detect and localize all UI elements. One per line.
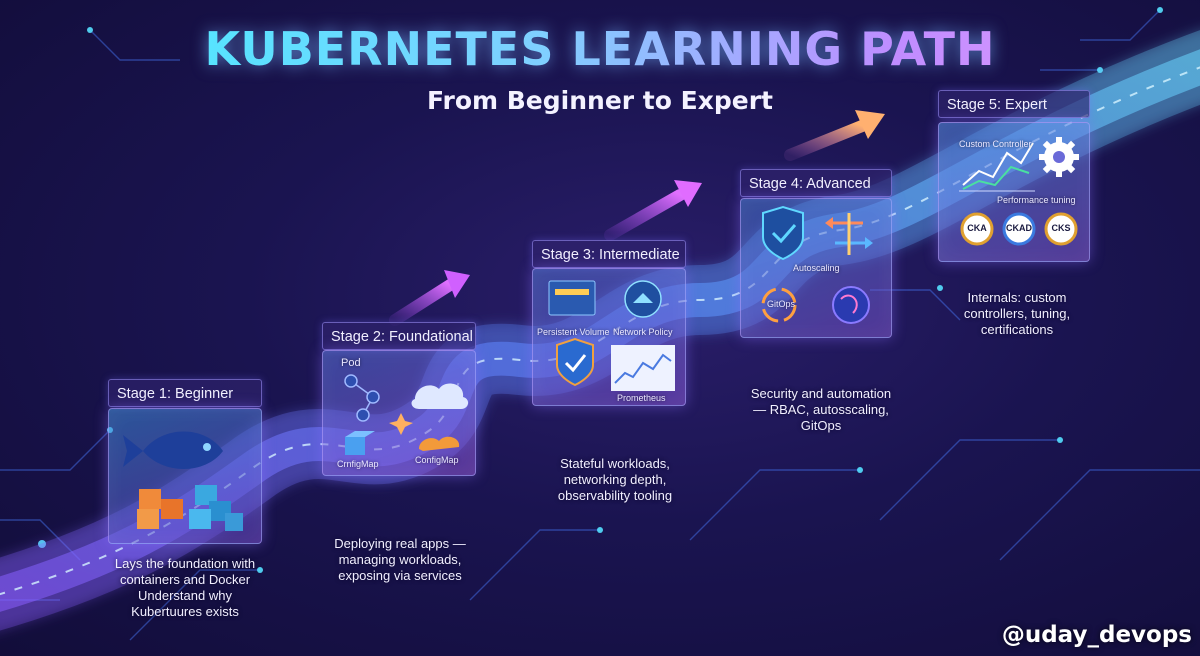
cks-badge: CKS xyxy=(1051,223,1071,233)
author-handle: @uday_devops xyxy=(1001,622,1192,648)
prometheus-label: Prometheus xyxy=(617,393,666,403)
network-policy-label: Network Policy xyxy=(613,327,673,337)
autoscaling-label: Autoscaling xyxy=(793,263,840,273)
pod-network-icon xyxy=(344,374,380,422)
stage-3-description: Stateful workloads, networking depth, ob… xyxy=(557,456,673,503)
progress-arrow-3 xyxy=(784,110,885,161)
gitops-cycle-icon xyxy=(761,287,797,323)
progress-arrow-2 xyxy=(604,180,702,241)
shield-check-icon xyxy=(762,205,804,261)
fish-icon xyxy=(123,431,223,469)
shield-check-icon xyxy=(556,337,594,387)
stage-1-description: Lays the foundation with containers and … xyxy=(114,556,256,619)
container-blocks-icon xyxy=(137,485,243,531)
sparkle-icon xyxy=(389,413,413,435)
gitops-label: GitOps xyxy=(767,299,796,309)
cloud-orange-icon xyxy=(419,436,460,451)
autoscaling-arrows-icon xyxy=(825,213,873,255)
progress-arrow-1 xyxy=(389,270,470,326)
page-subtitle: From Beginner to Expert xyxy=(427,86,773,115)
ckad-badge: CKAD xyxy=(1006,223,1032,233)
service-mesh-icon xyxy=(832,286,870,324)
stage-2-label: Stage 2: Foundational xyxy=(322,322,476,350)
stage-5-description: Internals: custom controllers, tuning, c… xyxy=(963,290,1071,337)
gear-icon xyxy=(1039,137,1079,177)
stage-4-card: Autoscaling GitOps xyxy=(740,198,892,338)
configmap-label-2: ConfigMap xyxy=(415,455,459,465)
configmap-label-1: CrnfigMap xyxy=(337,459,379,469)
cka-badge: CKA xyxy=(967,223,987,233)
custom-controller-label: Custom Controller xyxy=(959,139,1032,149)
volume-icon xyxy=(548,280,596,316)
network-policy-icon xyxy=(624,280,662,318)
stage-2-card: Pod CrnfigMap ConfigMap xyxy=(322,350,476,476)
stage-1-card xyxy=(108,408,262,544)
cube-icon xyxy=(345,431,375,455)
cloud-icon xyxy=(411,383,469,409)
pod-label: Pod xyxy=(341,357,361,369)
line-chart-icon xyxy=(959,142,1035,192)
certification-badge-icon xyxy=(960,212,1078,246)
stage-5-card: Custom Controller Performance tuning CKA… xyxy=(938,122,1090,262)
stage-3-card: Persistent Volume Network Policy Prometh… xyxy=(532,268,686,406)
page-title: KUBERNETES LEARNING PATH xyxy=(0,22,1200,76)
stage-5-label: Stage 5: Expert xyxy=(938,90,1090,118)
stage-2-description: Deploying real apps — managing workloads… xyxy=(334,536,466,583)
persistent-volume-label: Persistent Volume xyxy=(537,327,610,337)
stage-3-label: Stage 3: Intermediate xyxy=(532,240,686,268)
dashboard-chart-icon xyxy=(611,345,675,391)
stage-4-description: Security and automation — RBAC, autossca… xyxy=(750,386,892,433)
stage-4-label: Stage 4: Advanced xyxy=(740,169,892,197)
performance-tuning-label: Performance tuning xyxy=(997,195,1076,205)
stage-1-label: Stage 1: Beginner xyxy=(108,379,262,407)
